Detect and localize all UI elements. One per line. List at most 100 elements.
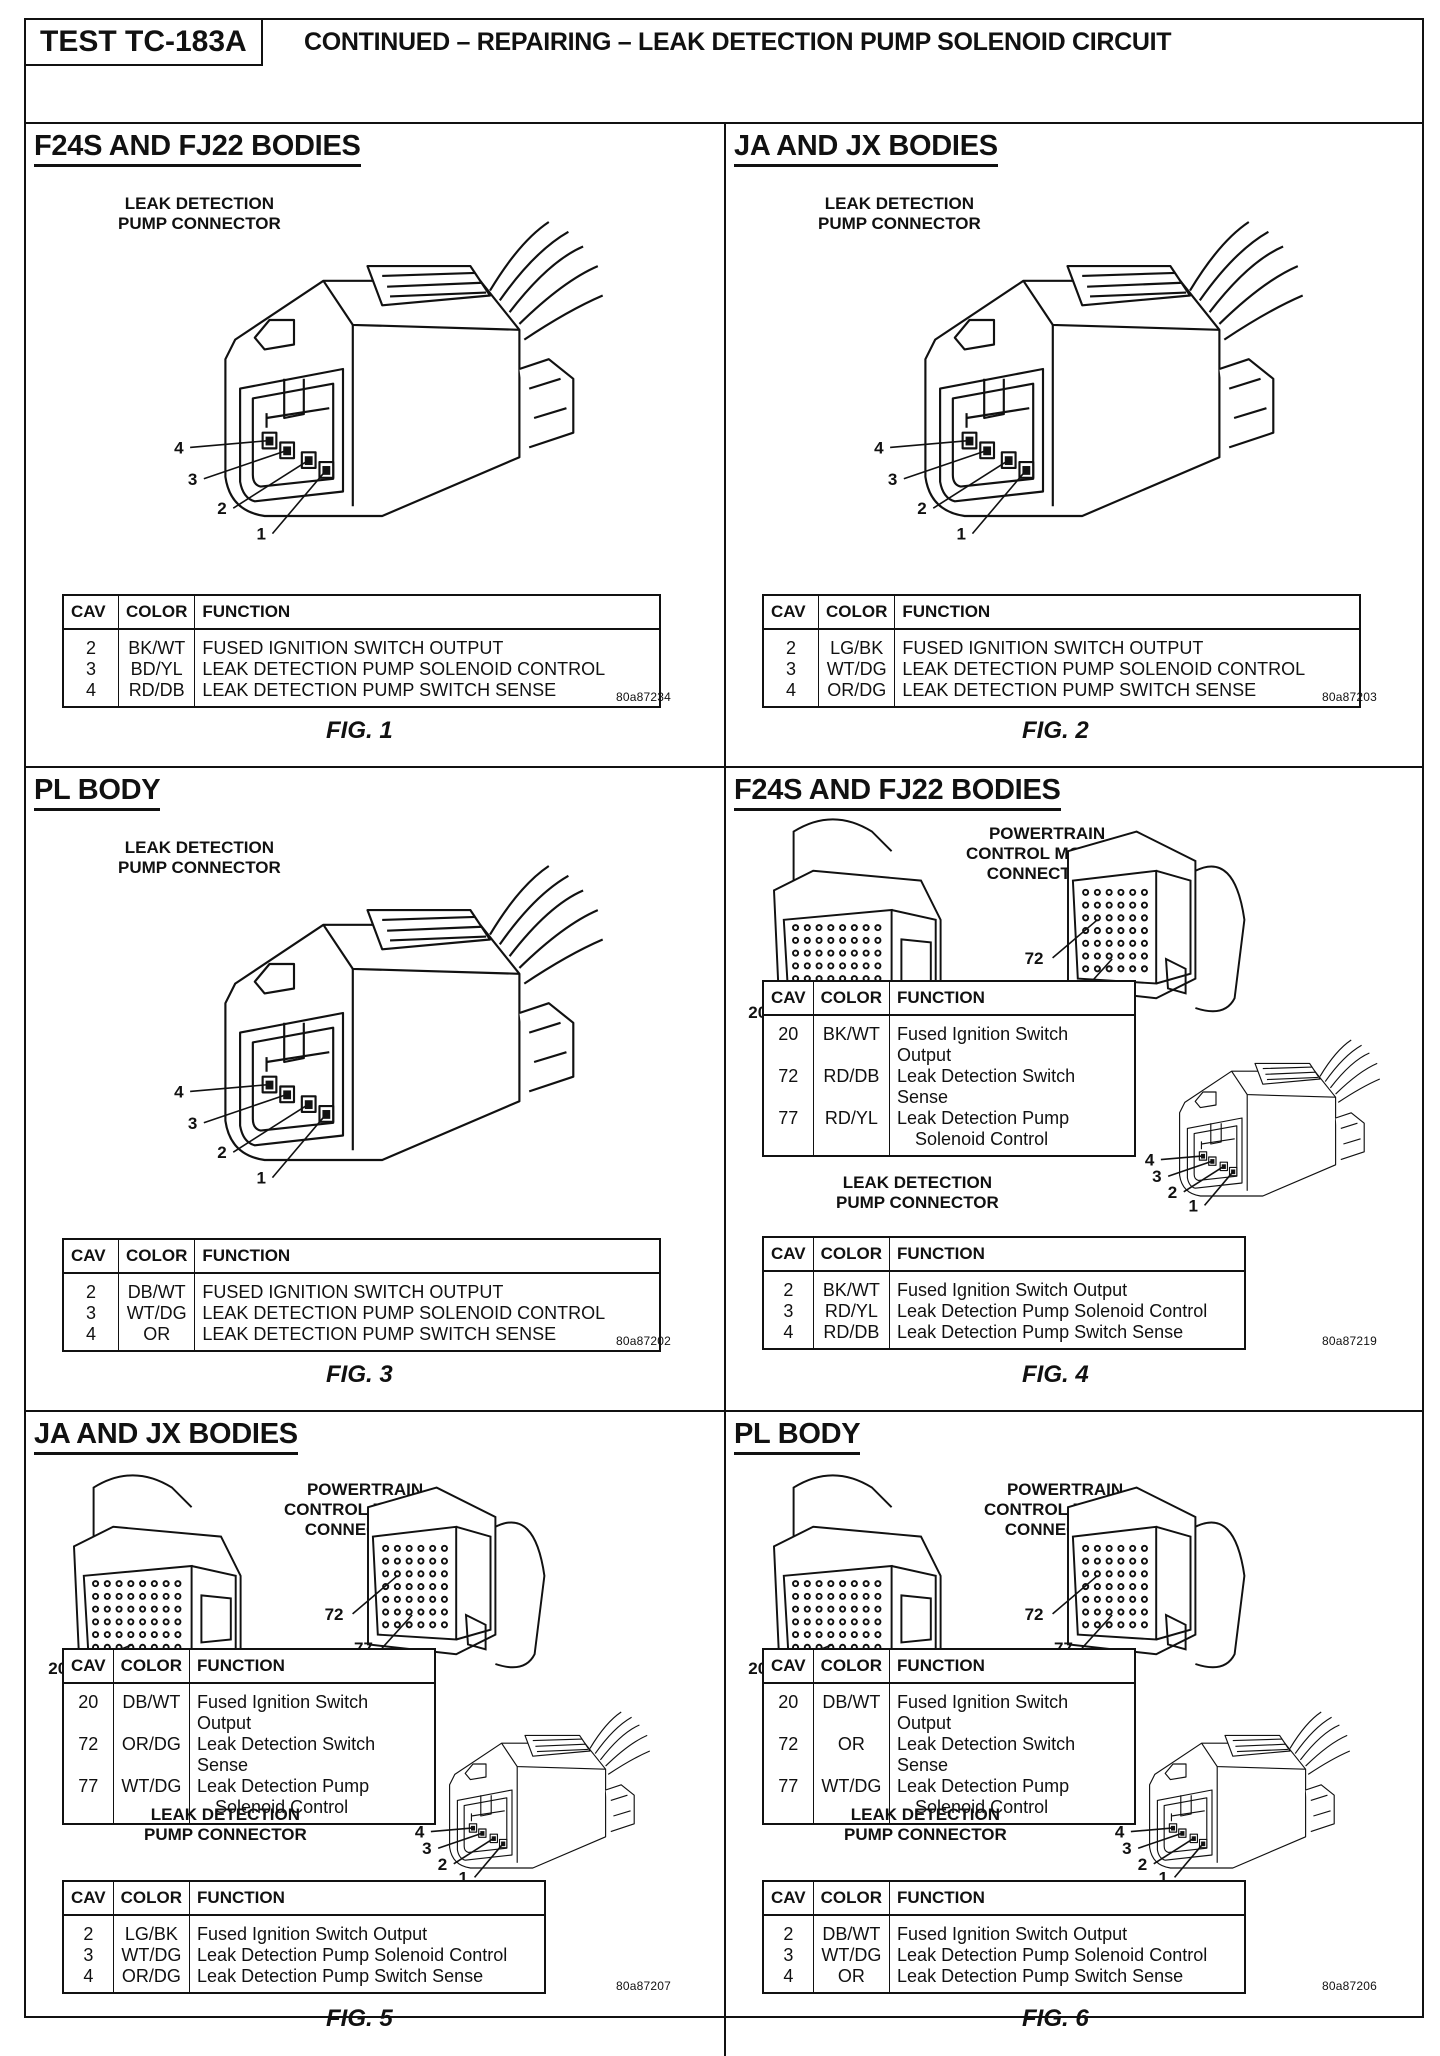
- pin-cavity-icon: [1129, 1557, 1137, 1565]
- pump-connector-icon: [1179, 1039, 1381, 1197]
- pin-cavity-icon: [1129, 1544, 1137, 1552]
- pin-cavity-icon: [1117, 1544, 1125, 1552]
- pin-cavity-icon: [393, 1621, 401, 1629]
- page-header: TEST TC-183A CONTINUED – REPAIRING – LEA…: [26, 20, 1422, 124]
- pin-number-label: 1: [1159, 1868, 1168, 1887]
- pin-cavity-icon: [839, 1605, 847, 1613]
- pin-cavity-icon: [1105, 965, 1113, 973]
- column-header: COLOR: [813, 1881, 891, 1916]
- pin-cavity-icon: [1082, 914, 1090, 922]
- column-header: CAV: [763, 1881, 814, 1916]
- cav-cell: 2: [763, 1915, 814, 1945]
- cav-cell: 2: [63, 1915, 114, 1945]
- pin-number-label: 4: [415, 1823, 425, 1842]
- pin-cavity-icon: [1140, 914, 1148, 922]
- function-cell: Fused Ignition Switch Output: [897, 1924, 1128, 1944]
- cav-cell: 77: [763, 1776, 814, 1824]
- pin-cavity-icon: [429, 1583, 437, 1591]
- column-header: COLOR: [813, 1237, 891, 1272]
- function-cell: Leak Detection Pump Solenoid Control: [197, 1945, 508, 1965]
- pin-cavity-icon: [827, 1605, 835, 1613]
- pin-cavity-icon: [405, 1608, 413, 1616]
- leader-line: [1081, 1614, 1113, 1649]
- label-line: LEAK DETECTION: [850, 1805, 1000, 1824]
- pin-cavity-icon: [803, 1592, 811, 1600]
- pin-number-label: 4: [174, 438, 184, 457]
- pin-cavity-icon: [874, 949, 882, 957]
- pin-cavity-icon: [792, 924, 800, 932]
- pin-cavity-icon: [1093, 1557, 1101, 1565]
- color-cell: WT/DG: [113, 1776, 191, 1824]
- column-header: FUNCTION: [889, 1237, 1246, 1272]
- pin-cavity-icon: [393, 1595, 401, 1603]
- pin-cavity-icon: [850, 924, 858, 932]
- pin-cavity-icon: [1082, 952, 1090, 960]
- function-line: Solenoid Control: [215, 1797, 349, 1817]
- pin-cavity-icon: [792, 1631, 800, 1639]
- cav-cell: 77: [63, 1776, 114, 1824]
- pin-number-label: 2: [217, 1143, 226, 1162]
- function-line: Fused Ignition Switch Output: [897, 1692, 1069, 1733]
- pin-cavity-icon: [827, 1631, 835, 1639]
- pin-cavity-icon: [803, 1605, 811, 1613]
- figure-caption: FIG. 5: [326, 2005, 393, 2032]
- cav-cell: 4: [763, 680, 819, 707]
- pin-cavity-icon: [1093, 1595, 1101, 1603]
- color-cell: RD/DB: [813, 1322, 891, 1349]
- pin-cavity-icon: [1117, 1608, 1125, 1616]
- pin-cavity-icon: [827, 936, 835, 944]
- column-header: CAV: [63, 595, 119, 630]
- pin-number-label: 1: [256, 525, 265, 544]
- pin-cavity-icon: [803, 924, 811, 932]
- pin-cavity-icon: [1093, 1544, 1101, 1552]
- pin-number-label: 2: [917, 499, 926, 518]
- pin-cavity-icon: [1140, 965, 1148, 973]
- pin-cavity-icon: [850, 1631, 858, 1639]
- pin-cavity-icon: [815, 1618, 823, 1626]
- leader-line: [903, 449, 988, 480]
- function-cell: Leak Detection Pump Switch Sense: [897, 1322, 1184, 1342]
- pin-cavity-icon: [1105, 1583, 1113, 1591]
- pin-cavity-icon: [1093, 888, 1101, 896]
- column-header: FUNCTION: [194, 595, 661, 630]
- function-cell: LEAK DETECTION PUMP SOLENOID CONTROL: [202, 659, 606, 679]
- pin-cavity-icon: [815, 924, 823, 932]
- label-line: PUMP CONNECTOR: [118, 214, 281, 233]
- pin-cavity-icon: [1105, 939, 1113, 947]
- pin-cavity-icon: [862, 1618, 870, 1626]
- pin-number-label: 2: [438, 1855, 447, 1874]
- color-cell: OR/DG: [113, 1966, 191, 1993]
- pin-cavity-icon: [429, 1608, 437, 1616]
- label-line: PUMP CONNECTOR: [844, 1825, 1007, 1844]
- pin-number-label: 2: [217, 499, 226, 518]
- cav-cell: 20: [63, 1683, 114, 1734]
- pin-cavity-icon: [792, 1618, 800, 1626]
- function-cell: LEAK DETECTION PUMP SWITCH SENSE: [202, 680, 557, 700]
- leader-line: [190, 439, 270, 449]
- pin-cavity-icon: [139, 1580, 147, 1588]
- panel-title: F24S AND FJ22 BODIES: [734, 772, 1061, 811]
- pin-cavity-icon: [162, 1618, 170, 1626]
- pin-cavity-icon: [92, 1592, 100, 1600]
- pin-cavity-icon: [792, 1605, 800, 1613]
- color-cell: OR: [813, 1966, 891, 1993]
- cav-cell: 4: [63, 680, 119, 707]
- pin-cavity-icon: [850, 1580, 858, 1588]
- function-line: Solenoid Control: [915, 1129, 1049, 1149]
- function-cell: LEAK DETECTION PUMP SOLENOID CONTROL: [202, 1303, 606, 1323]
- pin-cavity-icon: [150, 1631, 158, 1639]
- pin-cavity-icon: [115, 1631, 123, 1639]
- leader-line: [890, 439, 970, 449]
- leader-line: [381, 1614, 413, 1649]
- color-cell: OR/DG: [818, 680, 896, 707]
